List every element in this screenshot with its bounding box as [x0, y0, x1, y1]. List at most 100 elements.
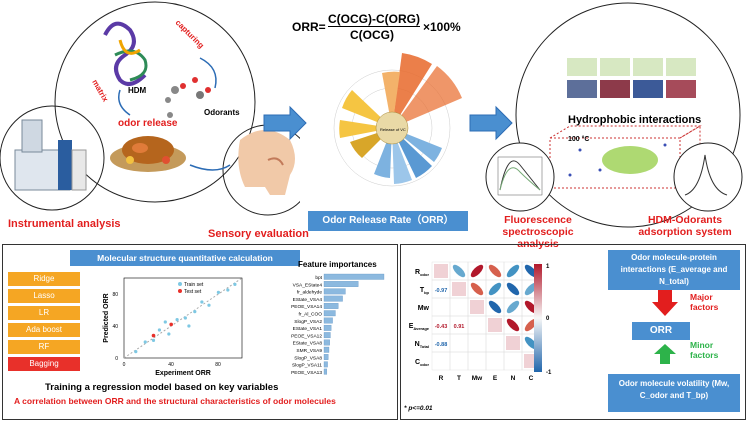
- bottom-right-panel: [400, 244, 746, 420]
- adsorption-plot-icon: [673, 142, 743, 212]
- up-arrow-icon: [654, 344, 676, 364]
- chicken-dish-icon: [110, 136, 186, 172]
- feature-label: PEOE_VSA14: [291, 304, 322, 310]
- model-ridge: Ridge: [8, 272, 80, 286]
- corr-col-label: N: [511, 375, 516, 382]
- colorbar-min: -1: [546, 370, 552, 376]
- odorant-molecules-icon: [165, 77, 211, 118]
- corr-diagonal: [452, 282, 466, 296]
- corr-cell: [467, 333, 487, 353]
- model-adaboost: Ada boost: [8, 323, 80, 337]
- right-arrow-1-icon: [263, 105, 307, 141]
- feature-label: PEOE_VSA12: [291, 333, 322, 339]
- orr-title-box: Odor Release Rate（ORR）: [308, 211, 468, 231]
- corr-ellipse: [488, 264, 502, 278]
- legend-train: Train set: [184, 282, 204, 288]
- test-point: [169, 322, 173, 327]
- corr-cell: [503, 351, 523, 371]
- corr-cell: [449, 351, 469, 371]
- corr-cell: [485, 351, 505, 371]
- corr-row-label: Rodor: [415, 269, 429, 277]
- colorbar-mid: 0: [546, 316, 550, 322]
- model-lr: LR: [8, 306, 80, 320]
- x-tick-80: 80: [215, 362, 221, 368]
- hydrophobic-thumbnails-icon: [567, 58, 696, 98]
- adsorption-box-icon: [549, 125, 702, 189]
- feature-bar: [323, 317, 333, 324]
- corr-row-label: NTotal: [415, 341, 429, 349]
- corr-ellipse: [506, 318, 520, 332]
- train-point: [226, 288, 230, 292]
- right-arrow-2-icon: [469, 105, 513, 141]
- y-tick-80: 80: [112, 292, 118, 298]
- radial-center-label: Release of VC: [380, 127, 406, 132]
- feature-label: bpt: [315, 275, 322, 281]
- test-point: [151, 333, 156, 338]
- train-point: [163, 320, 167, 324]
- odor-circle: [54, 1, 256, 203]
- corr-ellipse: [470, 264, 484, 278]
- corr-col-label: E: [493, 375, 498, 382]
- train-point: [216, 290, 220, 294]
- corr-ellipse: [506, 264, 520, 278]
- formula-tail: ×100%: [423, 20, 461, 34]
- corr-cell: [449, 333, 469, 353]
- corr-cell: [467, 351, 487, 371]
- corr-cell: [449, 297, 469, 317]
- train-point: [207, 303, 211, 307]
- corr-diagonal: [470, 300, 484, 314]
- scatter-plot: Train set Test set 0 40 80 0 40 80 Exper…: [103, 277, 243, 377]
- label-odor-release: odor release: [118, 118, 178, 129]
- volatility-box: Odor molecule volatility (Mw, C_odor and…: [608, 374, 740, 412]
- corr-ellipse: [506, 282, 520, 296]
- feature-bar: [323, 368, 328, 375]
- feature-bar: [323, 295, 343, 302]
- train-point: [183, 316, 187, 320]
- legend-train-marker: [178, 282, 182, 286]
- feature-bar: [323, 332, 331, 339]
- significance-note: * p<=0.01: [404, 405, 433, 412]
- label-sensory-evaluation: Sensory evaluation: [208, 228, 309, 240]
- corr-ellipse: [488, 300, 502, 314]
- label-odorants: Odorants: [204, 108, 240, 117]
- formula-numerator: C(OCG)-C(ORG): [328, 12, 420, 26]
- adsorption-system-label: HDM-Odorants adsorption system: [638, 214, 732, 238]
- caption-correlation: A correlation between ORR and the struct…: [14, 396, 336, 406]
- train-point: [193, 310, 197, 314]
- feature-bar: [323, 310, 336, 317]
- train-point: [233, 282, 237, 286]
- scatter-points: [134, 282, 237, 354]
- down-arrow-icon: [652, 290, 678, 316]
- feature-bar: [323, 288, 346, 295]
- feature-label: SlogP_VSA11: [292, 363, 322, 369]
- corr-ellipse: [470, 282, 484, 296]
- feature-label: SlogP_VSA2: [294, 319, 322, 325]
- feature-bar: [323, 339, 330, 346]
- label-instrumental-analysis: Instrumental analysis: [8, 218, 121, 230]
- formula-lhs: ORR=: [292, 20, 326, 34]
- train-point: [151, 338, 156, 342]
- sensory-arrow-icon: [189, 164, 231, 171]
- corr-cell: [431, 351, 451, 371]
- bottom-left-panel: [2, 244, 398, 420]
- corr-col-label: Mw: [472, 375, 483, 382]
- corr-col-label: T: [457, 375, 461, 382]
- corr-ellipse: [488, 282, 502, 296]
- legend-test-marker: [178, 289, 182, 293]
- radial-orr-chart: Release of VC: [333, 53, 462, 187]
- matrix-arrow-icon: [118, 89, 131, 116]
- label-hdm: HDM: [128, 86, 147, 95]
- feature-importances-title: Feature importances: [298, 260, 377, 269]
- colorbar-max: 1: [546, 264, 550, 270]
- corr-col-label: C: [529, 375, 534, 382]
- model-bagging: Bagging: [8, 357, 80, 371]
- feature-label: fr_Al_COO: [299, 312, 323, 318]
- scatter-ylabel: Predicted ORR: [103, 293, 110, 342]
- feature-label: EState_VSA1: [293, 326, 323, 332]
- diagonal-line: [123, 277, 243, 359]
- corr-ellipse: [452, 264, 466, 278]
- corr-cell: [467, 315, 487, 335]
- corr-col-label: R: [439, 375, 444, 382]
